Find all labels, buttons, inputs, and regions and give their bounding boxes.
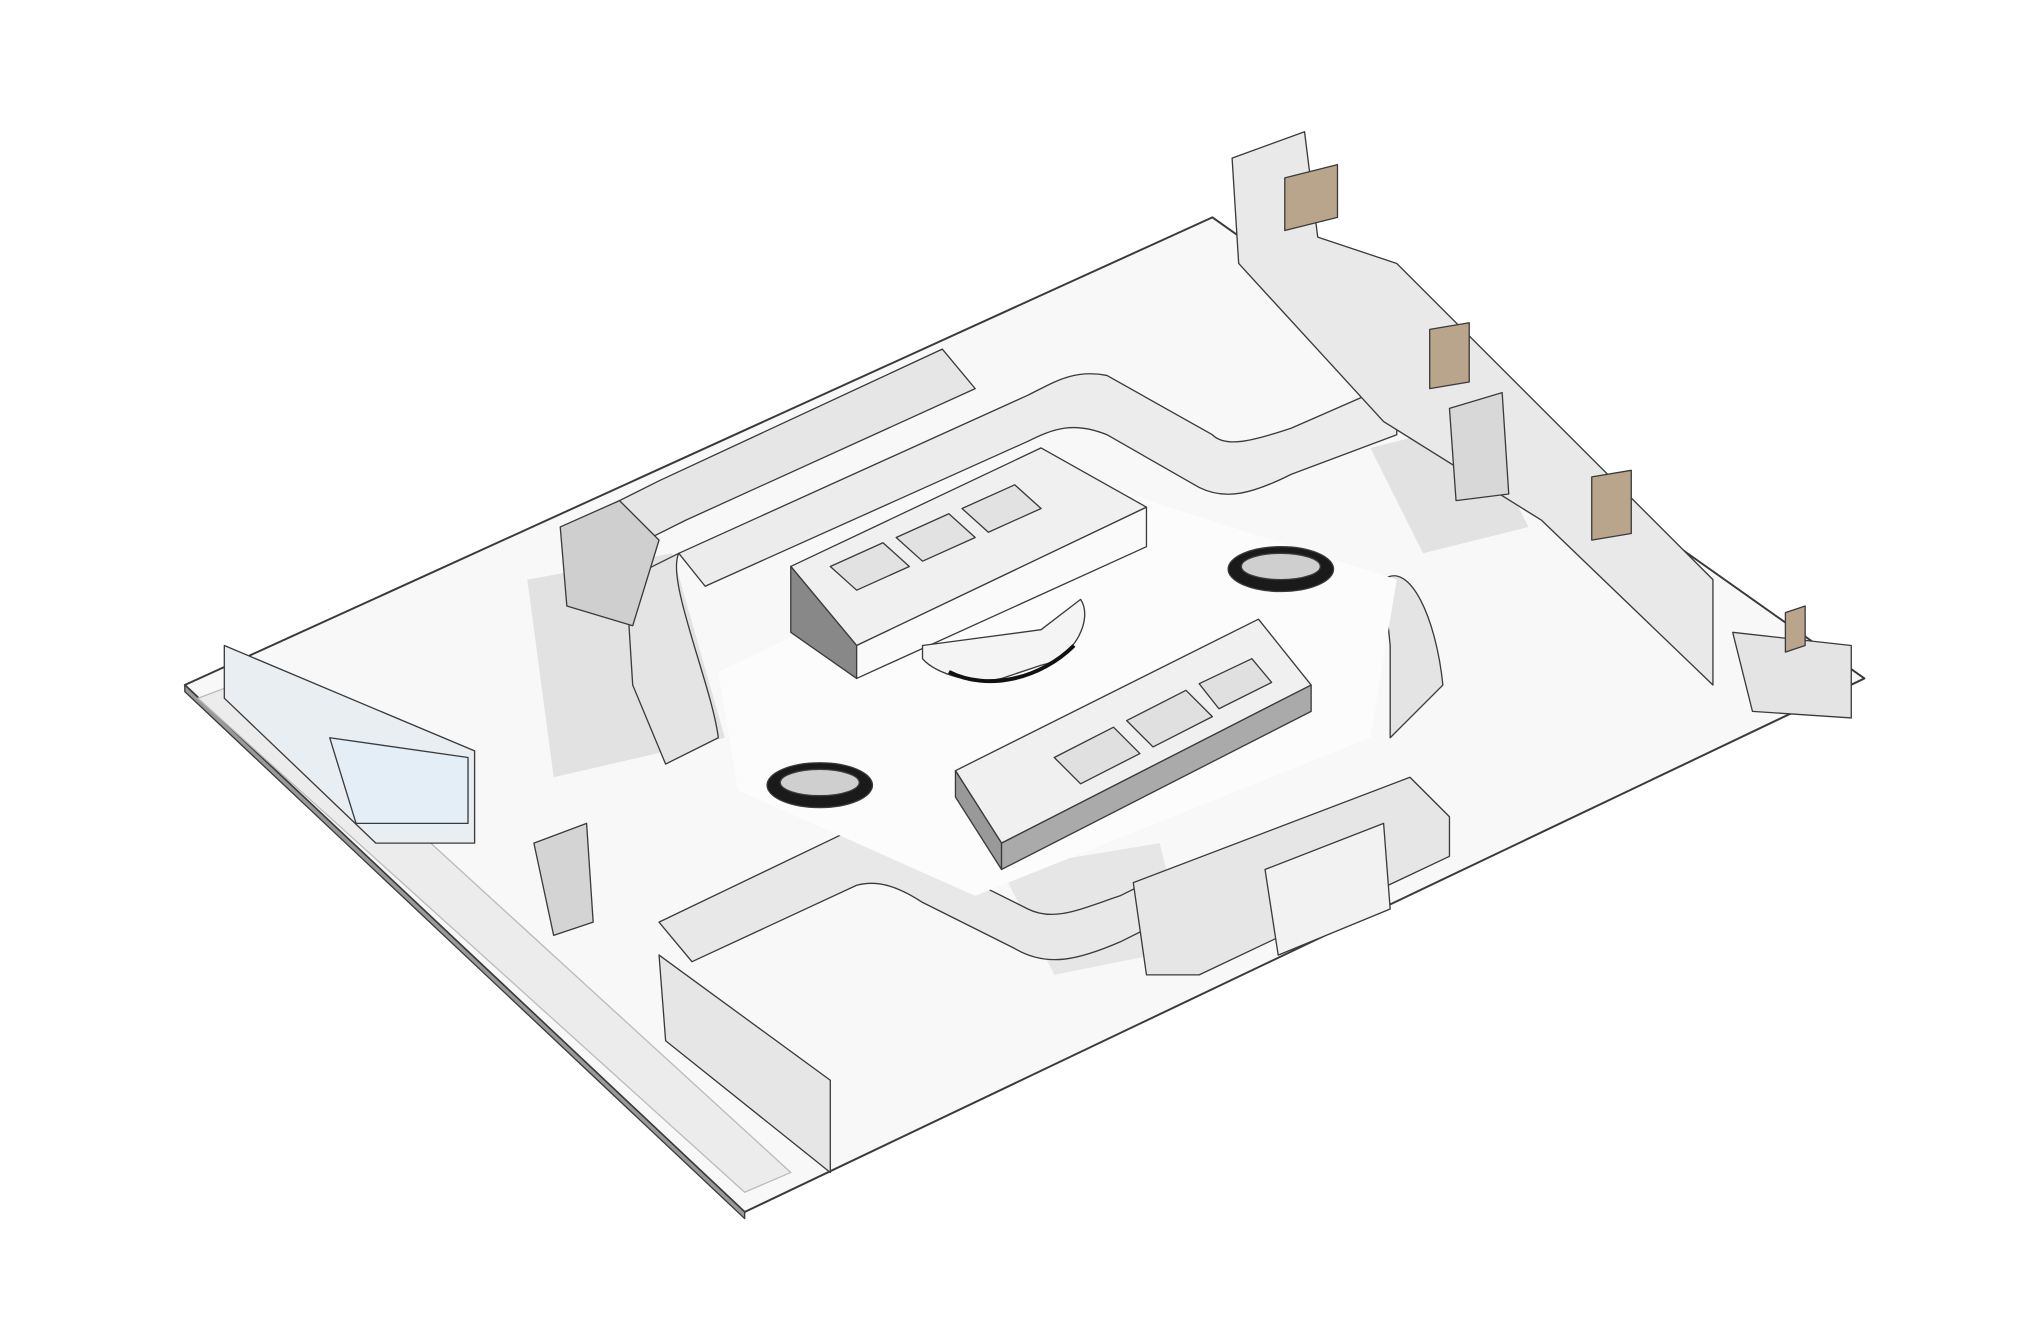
south-west-facade xyxy=(658,954,831,1174)
wood-panel xyxy=(1284,164,1339,232)
revolving-door-west xyxy=(533,822,594,936)
planter-west-plants xyxy=(779,768,860,797)
curved-wall-east xyxy=(1382,575,1444,739)
wood-panel xyxy=(1429,322,1470,390)
entrance-se xyxy=(1732,631,1852,719)
stair-block xyxy=(559,499,660,627)
wood-panel xyxy=(1591,469,1632,541)
curved-wall-north xyxy=(625,552,719,765)
core-south-side xyxy=(1000,684,1312,871)
stair-block-se xyxy=(1264,822,1391,956)
west-facade-glass xyxy=(329,737,469,825)
core-south-rooms xyxy=(1053,658,1273,785)
curved-wall-north-top xyxy=(678,373,1398,587)
core-north-side xyxy=(855,506,1148,680)
reception-desk-base xyxy=(947,644,1076,684)
revolving-door-east xyxy=(1448,391,1510,502)
lobby-floor xyxy=(718,487,1397,896)
slab-edge xyxy=(184,684,746,1220)
reception-desk xyxy=(921,598,1086,682)
core-north-rooms xyxy=(829,484,1042,591)
planter-east-plants xyxy=(1240,552,1322,581)
entrance-se-wood xyxy=(1784,605,1806,653)
